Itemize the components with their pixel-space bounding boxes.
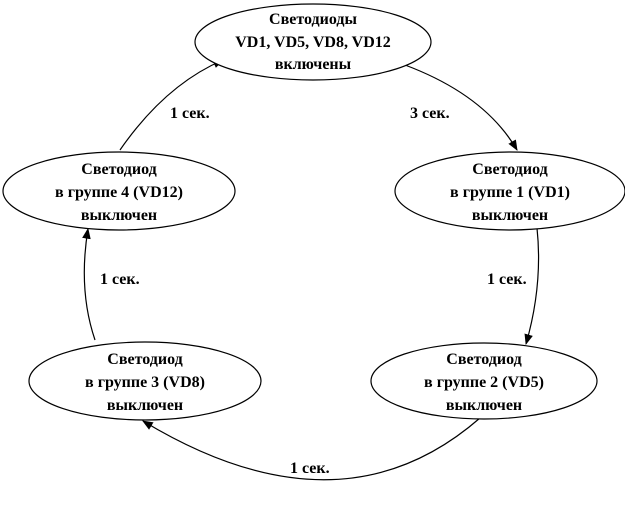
node-group1-off: Светодиод в группе 1 (VD1) выключен bbox=[394, 151, 625, 231]
edge-top-to-group1 bbox=[404, 64, 518, 151]
node-line: в группе 2 (VD5) bbox=[424, 374, 544, 391]
node-ellipse bbox=[28, 341, 262, 421]
node-line: Светодиод bbox=[107, 351, 182, 368]
node-line: выключен bbox=[472, 207, 548, 224]
node-ellipse bbox=[370, 342, 598, 420]
edge-label-group3-to-group4: 1 сек. bbox=[100, 271, 140, 288]
node-leds-on: Светодиоды VD1, VD5, VD8, VD12 включены bbox=[194, 3, 432, 81]
node-group3-off: Светодиод в группе 3 (VD8) выключен bbox=[28, 341, 262, 421]
node-line: выключен bbox=[81, 207, 157, 224]
node-line: в группе 1 (VD1) bbox=[450, 184, 570, 201]
node-line: Светодиод bbox=[81, 161, 156, 178]
node-ellipse bbox=[394, 151, 625, 231]
node-group4-off: Светодиод в группе 4 (VD12) выключен bbox=[2, 151, 236, 231]
node-line: Светодиоды bbox=[269, 11, 357, 28]
node-line: в группе 4 (VD12) bbox=[55, 184, 183, 201]
edge-group2-to-group3 bbox=[142, 417, 481, 481]
node-line: включены bbox=[275, 56, 352, 73]
edge-label-group2-to-group3: 1 сек. bbox=[290, 460, 330, 477]
node-line: в группе 3 (VD8) bbox=[85, 374, 205, 391]
edge-group3-to-group4 bbox=[82, 227, 96, 341]
node-line: выключен bbox=[446, 397, 522, 414]
edge-group4-to-top bbox=[119, 59, 224, 151]
node-ellipse bbox=[2, 151, 236, 231]
edge-group1-to-group2 bbox=[524, 227, 540, 346]
edge-label-top-to-group1: 3 сек. bbox=[410, 105, 450, 122]
node-line: Светодиод bbox=[472, 161, 547, 178]
node-group2-off: Светодиод в группе 2 (VD5) выключен bbox=[370, 342, 598, 420]
edge-label-group4-to-top: 1 сек. bbox=[170, 105, 210, 122]
node-line: Светодиод bbox=[446, 351, 521, 368]
node-ellipse bbox=[194, 3, 432, 81]
node-line: выключен bbox=[107, 397, 183, 414]
edge-label-group1-to-group2: 1 сек. bbox=[487, 271, 527, 288]
node-line: VD1, VD5, VD8, VD12 bbox=[235, 34, 391, 51]
